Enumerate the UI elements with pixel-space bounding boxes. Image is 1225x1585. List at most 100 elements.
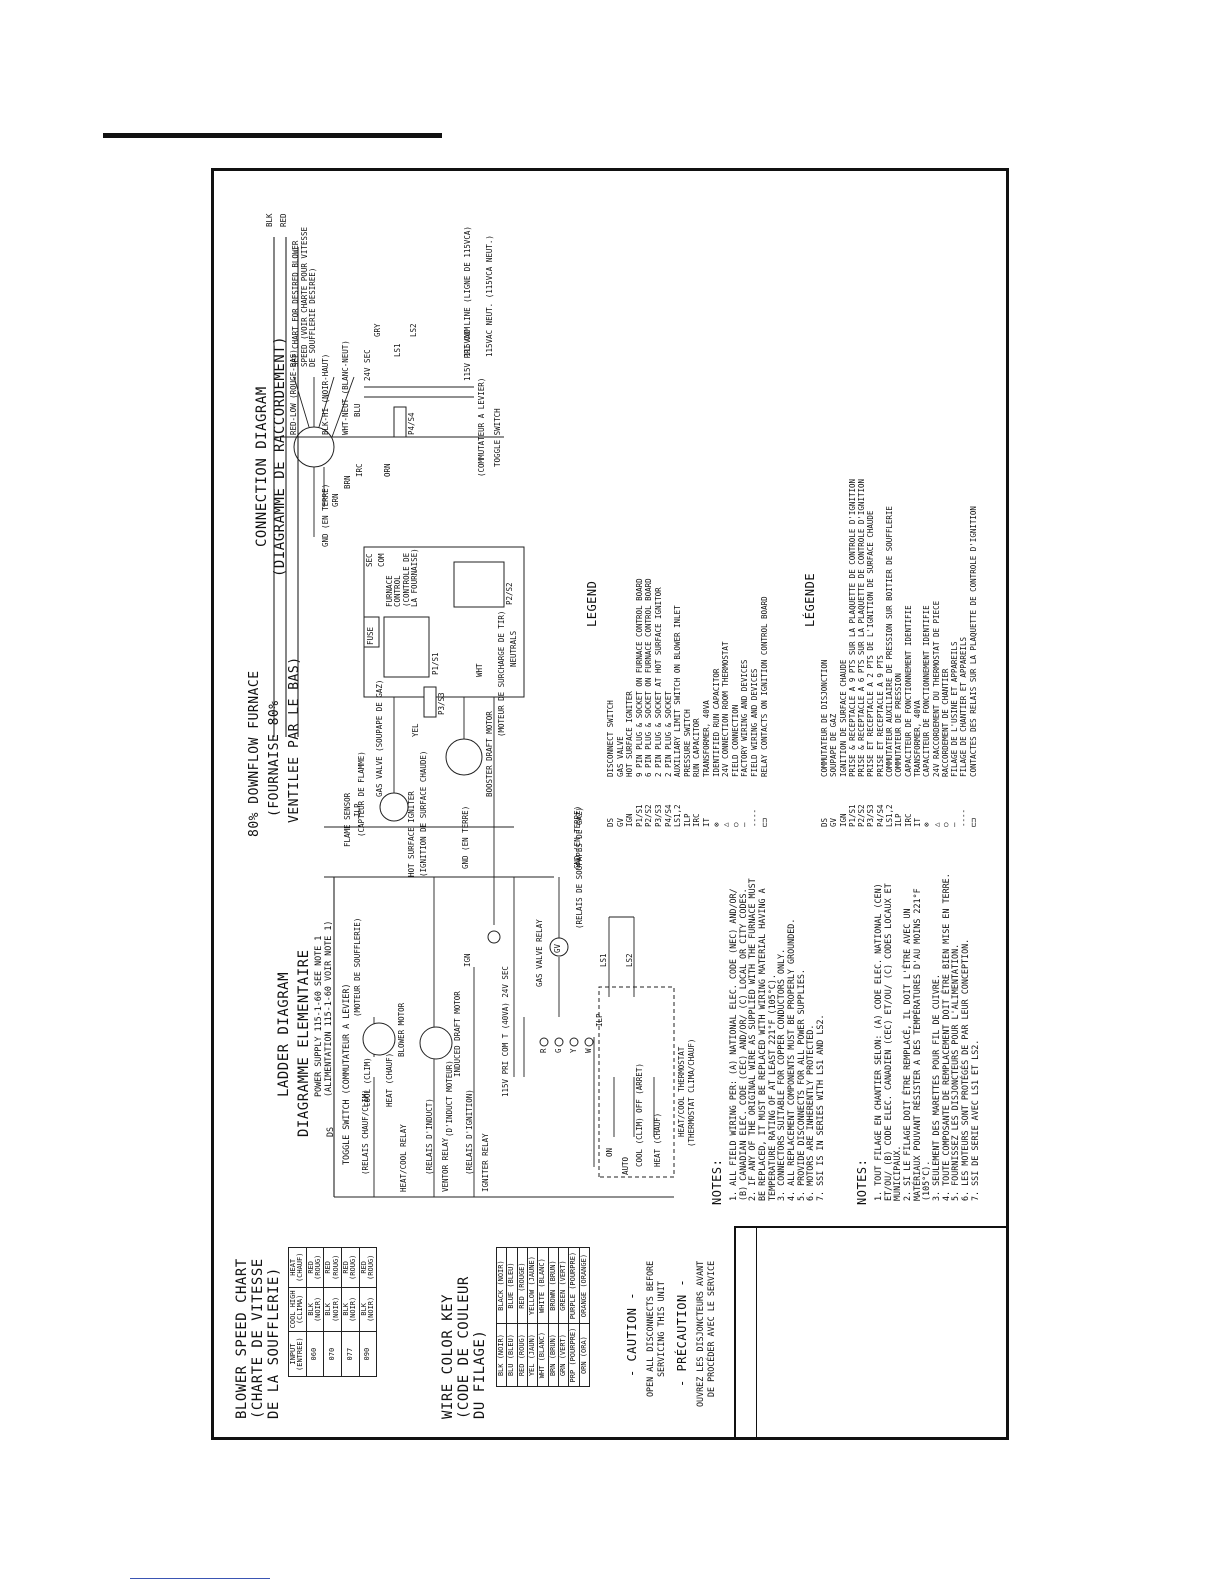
legend-en-item: ITTRANSFORMER, 40VA bbox=[701, 700, 711, 827]
p1s1-connector bbox=[383, 616, 430, 678]
conn-gnd: GND (EN TERRE) bbox=[321, 483, 330, 547]
motor-left-leads bbox=[313, 467, 325, 537]
moteur-tir-label: (MOTEUR DE SURCHARGE DE TIR) bbox=[497, 610, 506, 737]
legend-en-item: IGNHOT SURFACE IGNITER bbox=[625, 691, 635, 827]
legend-fr-item: P1/S1PRISE & RECEPTACLE A 9 PTS SUR LA P… bbox=[847, 478, 857, 827]
conn-ls1: LS1 bbox=[393, 343, 402, 357]
header-rule bbox=[103, 133, 442, 138]
p3s3-label: P3/S3 bbox=[437, 692, 446, 715]
legend-fr-item: P2/S2PRISE & RECEPTACLE A 6 PTS SUR LA P… bbox=[857, 478, 867, 827]
ladder-schematic bbox=[333, 876, 675, 1198]
fuse-box bbox=[363, 616, 380, 648]
conn-sec: SEC bbox=[365, 553, 374, 567]
legend-en-item: ⊗IDENTIFIED RUN CAPACITOR bbox=[711, 668, 721, 827]
legend-en-item: —FACTORY WIRING AND DEVICES bbox=[740, 659, 750, 827]
legend-fr-item: ITTRANSFORMER, 40VA bbox=[912, 700, 922, 827]
legend-fr-item: P4/S4PRISE ET RECEPTACLE A 9 PTS bbox=[875, 655, 885, 827]
legend-fr-item: —FILAGE DE L'USINE ET APPAREILS bbox=[950, 641, 960, 827]
legend-en-item: ILPPRESSURE SWITCH bbox=[682, 709, 692, 827]
legend-fr-item: ○RACCORDEMENT DE CHANTIER bbox=[940, 668, 950, 827]
legend-en-item: DSDISCONNECT SWITCH bbox=[606, 700, 615, 827]
see-chart-note: SEE CHART FOR DESIRED BLOWER SPEED (VOIR… bbox=[291, 227, 318, 367]
legend-fr-heading: LÉGENDE bbox=[803, 572, 817, 627]
thermostat-box bbox=[598, 986, 675, 1178]
legend-fr-item: ⊗CAPACITEUR DE FONCTIONNEMENT IDENTIFIE bbox=[922, 605, 932, 827]
booster-label: BOOSTER DRAFT MOTOR bbox=[485, 711, 494, 797]
main-bus-wires bbox=[273, 237, 299, 737]
conn-blk: BLK bbox=[265, 213, 274, 227]
thermostat-wires bbox=[593, 1037, 655, 1167]
capteur-label: (CAPTEUR DE FLAMME) bbox=[357, 751, 366, 837]
flame-sensor-symbol bbox=[487, 930, 501, 944]
flame-sensor-label: FLAME SENSOR bbox=[343, 792, 352, 847]
conn-grn: GRN bbox=[331, 493, 340, 507]
conn-yel: YEL bbox=[411, 723, 420, 737]
terminal-y bbox=[569, 1037, 579, 1047]
conn-wht: WHT bbox=[475, 663, 484, 677]
footer-link-line bbox=[130, 1578, 270, 1579]
conn-transformer bbox=[364, 386, 474, 398]
legend-en-item: P4/S42 PIN PLUG & SOCKET bbox=[663, 691, 673, 827]
p2s2-connector bbox=[453, 561, 505, 608]
transformer-coils bbox=[513, 1017, 525, 1077]
gas-valve-conn bbox=[379, 792, 409, 822]
legend-fr-item: ILPCOMMUTATEUR DE PRESSION bbox=[894, 673, 904, 827]
legend-fr-list: DSCOMMUTATEUR DE DISJONCTION GVSOUPAPE D… bbox=[820, 397, 978, 827]
legend-en-item: ----FIELD WIRING AND DEVICES bbox=[749, 668, 759, 827]
legend-en-item: △24V CONNECTION ROOM THERMOSTAT bbox=[721, 641, 731, 827]
conn-irc: IRC bbox=[355, 463, 364, 477]
legend-en-item: LS1,2AUXILIARY LIMIT SWITCH ON BLOWER IN… bbox=[673, 605, 683, 827]
lead-wht-neut: WHT-NEUT (BLANC-NEUT) bbox=[341, 340, 350, 435]
conn-ls2: LS2 bbox=[409, 323, 418, 337]
blower-motor-symbol bbox=[362, 1022, 396, 1056]
legend-fr-item: IGNIGNITION DE SURFACE CHAUDE bbox=[838, 659, 848, 827]
terminal-g bbox=[554, 1037, 564, 1047]
ls-chain bbox=[608, 916, 635, 997]
legend-en-item: GVGAS VALVE bbox=[615, 736, 625, 827]
legend-en-list: DSDISCONNECT SWITCH GVGAS VALVE IGNHOT S… bbox=[606, 407, 769, 827]
legend-fr-item: DSCOMMUTATEUR DE DISJONCTION bbox=[820, 659, 829, 827]
legend-fr-item: ----FILAGE DE CHANTIER ET APPAREILS bbox=[959, 637, 969, 827]
legend-fr-item: ⊏⊐CONTACTES DES RELAIS SUR LA PLAQUETTE … bbox=[968, 506, 978, 827]
p4s4-label: P4/S4 bbox=[407, 412, 416, 435]
conn-brn: BRN bbox=[343, 475, 352, 489]
toggle-switch-label: TOGGLE SWITCH bbox=[493, 408, 502, 467]
lead-blk-hi: BLK-HI (NOIR-HAUT) bbox=[321, 353, 330, 435]
legend-en-item: IRCRUN CAPACITOR bbox=[692, 718, 702, 827]
inducer-motor-symbol bbox=[419, 1026, 453, 1060]
legend-en-item: P2/S26 PIN PLUG & SOCKET ON FURNACE CONT… bbox=[644, 578, 654, 827]
legend-en-item: P3/S32 PIN PLUG & SOCKET AT HOT SURFACE … bbox=[653, 587, 663, 827]
commutateur-label: (COMMUTATEUR A LEVIER) bbox=[477, 377, 486, 477]
terminal-w bbox=[584, 1037, 594, 1047]
conn-blu: BLU bbox=[353, 403, 362, 417]
line-label: 115VAC LINE (LIGNE DE 115VCA) bbox=[463, 226, 472, 357]
conn-red: RED bbox=[279, 213, 288, 227]
p1s1-label: P1/S1 bbox=[431, 652, 440, 675]
wiring-diagram-sheet: BLOWER SPEED CHART (CHARTE DE VITESSE DE… bbox=[211, 168, 1009, 1440]
legend-en-item: ⊏⊐RELAY CONTACTS ON IGNITION CONTROL BOA… bbox=[759, 596, 769, 827]
gas-valve-label: GAS VALVE (SOUPAPE DE GAZ) bbox=[375, 679, 384, 797]
conn-orn: ORN bbox=[383, 463, 392, 477]
connection-schematic bbox=[273, 237, 525, 944]
legend-fr-item: △24V RACCORDEMENT DU THERMOSTAT DE PIECE bbox=[931, 600, 941, 827]
legend-en-item: ○FIELD CONNECTION bbox=[730, 704, 740, 827]
sec-24v-label: 24V SEC bbox=[363, 349, 372, 381]
p4s4-connector bbox=[393, 406, 407, 438]
legend-en-item: P1/S19 PIN PLUG & SOCKET ON FURNACE CONT… bbox=[634, 578, 644, 827]
component-leads bbox=[393, 697, 495, 925]
legend-fr-item: IRCCAPACITEUR DE FONCTIONNEMENT IDENTIFI… bbox=[903, 605, 913, 827]
p3s3-connector bbox=[423, 686, 437, 718]
left-wire-bundle bbox=[324, 826, 514, 878]
legend-en-heading: LEGEND bbox=[585, 580, 599, 627]
neutrals-label: NEUTRALS bbox=[509, 630, 518, 667]
terminal-r bbox=[539, 1037, 549, 1047]
hsi-label: HOT SURFACE IGNITER bbox=[407, 791, 416, 877]
fuse-label: FUSE bbox=[366, 626, 375, 645]
conn-gry: GRY bbox=[373, 323, 382, 337]
neut-label: 115VAC NEUT. (115VCA NEUT.) bbox=[485, 235, 494, 357]
legend-fr-item: P3/S3PRISE ET RECEPTACLE A 2 PTS DE L'IG… bbox=[866, 510, 876, 827]
legend-fr-item: LS1,2COMMUTATEUR AUXILIAIRE DE PRESSION … bbox=[885, 506, 895, 827]
p2s2-label: P2/S2 bbox=[505, 582, 514, 605]
furnace-control-label: FURNACE CONTROL (CONTROLE DE LA FOURNAIS… bbox=[385, 548, 419, 607]
ignition-fr-label: (IGNITION DE SURFACE CHAUDE) bbox=[419, 750, 428, 877]
